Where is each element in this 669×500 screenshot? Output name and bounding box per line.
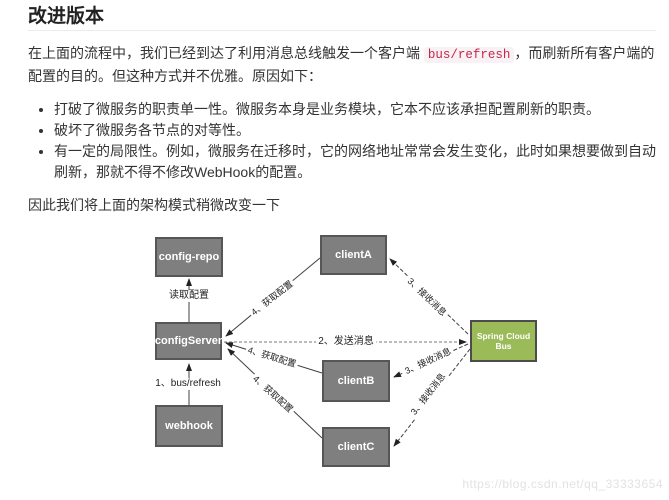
node-client-b: clientB <box>322 360 390 402</box>
intro-text-after: ，而刷新所有客户端的配置的目的。但这种方式并不优雅。原因如下： <box>28 45 655 84</box>
list-item: 打破了微服务的职责单一性。微服务本身是业务模块，它本不应该承担配置刷新的职责。 <box>54 99 656 120</box>
closing-paragraph: 因此我们将上面的架构模式稍微改变一下 <box>28 197 280 213</box>
intro-paragraph: 在上面的流程中，我们已经到达了利用消息总线触发一个客户端 bus/refresh… <box>28 43 656 87</box>
edge-label-read-config: 读取配置 <box>167 290 211 302</box>
node-webhook: webhook <box>155 405 223 447</box>
watermark: https://blog.csdn.net/qq_33333654 <box>462 477 663 491</box>
node-spring-cloud-bus: Spring Cloud Bus <box>470 320 537 362</box>
inline-code-bus-refresh: bus/refresh <box>423 47 515 63</box>
intro-text-before: 在上面的流程中，我们已经到达了利用消息总线触发一个客户端 <box>28 45 424 61</box>
page-title: 改进版本 <box>28 6 656 31</box>
edge-label-send-message: 2、发送消息 <box>316 336 376 348</box>
node-config-repo: config-repo <box>155 237 223 277</box>
list-item: 有一定的局限性。例如，微服务在迁移时，它的网络地址常常会发生变化，此时如果想要做… <box>54 141 656 183</box>
node-config-server: configServer <box>155 322 222 360</box>
architecture-diagram: config-repo configServer webhook clientA… <box>0 210 669 500</box>
list-item: 破坏了微服务各节点的对等性。 <box>54 120 656 141</box>
node-client-c: clientC <box>322 427 390 467</box>
article: 改进版本 在上面的流程中，我们已经到达了利用消息总线触发一个客户端 bus/re… <box>28 0 656 228</box>
edge-label-bus-refresh: 1、bus/refresh <box>153 378 223 390</box>
reason-list: 打破了微服务的职责单一性。微服务本身是业务模块，它本不应该承担配置刷新的职责。 … <box>28 99 656 183</box>
node-client-a: clientA <box>320 235 387 275</box>
